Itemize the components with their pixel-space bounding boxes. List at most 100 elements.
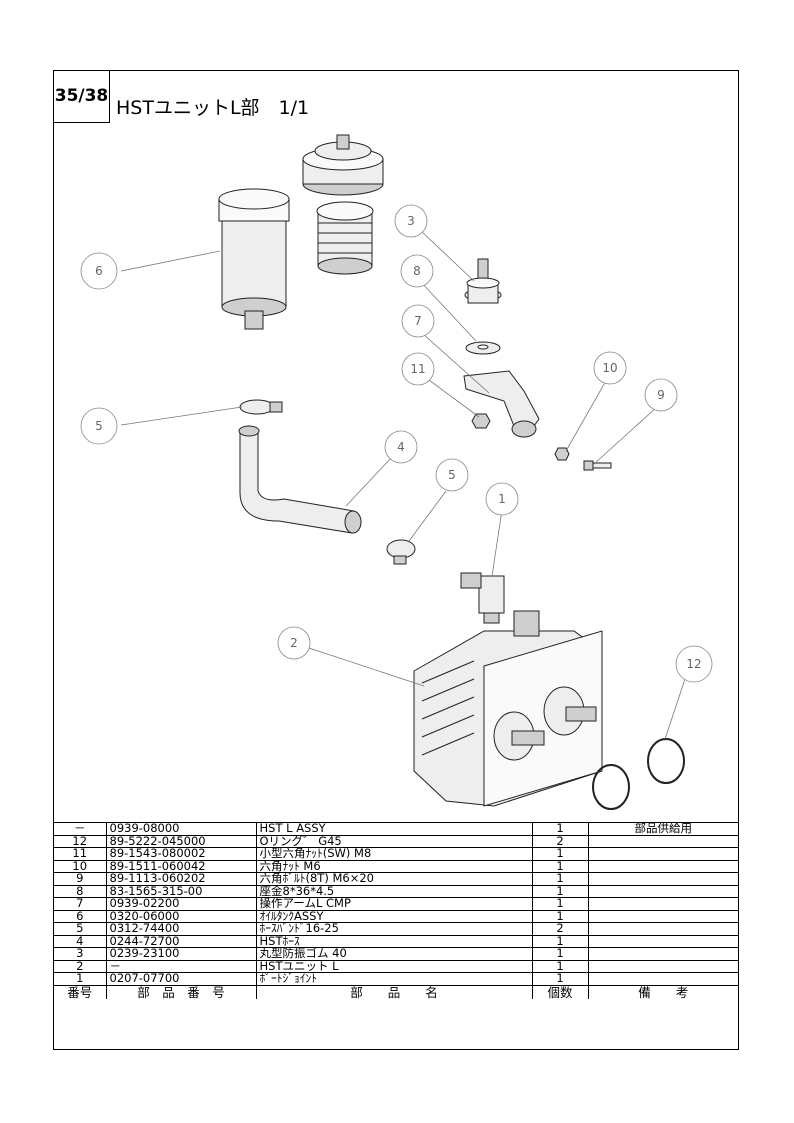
cell-qty: 1 (531, 959, 589, 973)
cell-part-number: 0939-08000 (105, 822, 257, 836)
callout-2: 2 (277, 626, 311, 660)
callout-1: 1 (485, 482, 519, 516)
cell-qty: 1 (531, 822, 589, 836)
cell-part-number: 0939-02200 (105, 897, 257, 911)
callout-7: 7 (401, 304, 435, 338)
cell-no: 8 (54, 884, 107, 898)
cell-qty: 1 (531, 859, 589, 873)
cell-no: 12 (54, 834, 107, 848)
callout-4: 4 (384, 430, 418, 464)
svg-text:3: 3 (407, 214, 415, 228)
cell-name: 六角ﾎﾞﾙﾄ(8T) M6×20 (255, 872, 533, 886)
cell-no: 7 (54, 897, 107, 911)
rubber-mount (464, 258, 502, 304)
cell-no: 3 (54, 947, 107, 961)
cell-no: 9 (54, 872, 107, 886)
cell-remarks (587, 909, 738, 923)
cell-part-number: 0320-06000 (105, 909, 257, 923)
cell-remarks (587, 872, 738, 886)
cell-no: 1 (54, 972, 107, 986)
cell-remarks (587, 972, 738, 986)
callout-9: 9 (644, 378, 678, 412)
svg-text:9: 9 (657, 388, 665, 402)
bolt-m6 (583, 460, 612, 471)
o-ring-1 (592, 764, 630, 810)
callout-5-lower: 5 (435, 458, 469, 492)
cell-qty: 1 (531, 909, 589, 923)
cell-no: 6 (54, 909, 107, 923)
cell-name: 六角ﾅｯﾄ M6 (255, 859, 533, 873)
header-part-number: 部 品 番 号 (105, 984, 257, 999)
cell-no: 10 (54, 859, 107, 873)
svg-text:7: 7 (414, 314, 422, 328)
tank-neck (316, 201, 374, 275)
callout-8: 8 (400, 254, 434, 288)
svg-text:6: 6 (95, 264, 103, 278)
callout-12: 12 (675, 645, 713, 683)
cell-part-number: － (105, 959, 257, 973)
svg-text:8: 8 (413, 264, 421, 278)
cell-remarks (587, 834, 738, 848)
svg-text:1: 1 (498, 492, 506, 506)
cell-name: HSTユニット L (255, 959, 533, 973)
cell-remarks (587, 959, 738, 973)
cell-remarks (587, 934, 738, 948)
cell-remarks (587, 897, 738, 911)
cell-remarks (587, 847, 738, 861)
cell-no: 11 (54, 847, 107, 861)
cell-name: ｵｲﾙﾀﾝｸASSY (255, 909, 533, 923)
svg-text:5: 5 (448, 468, 456, 482)
cell-qty: 1 (531, 947, 589, 961)
nut-m6 (554, 447, 570, 461)
cell-part-number: 0312-74400 (105, 922, 257, 936)
cell-no: 5 (54, 922, 107, 936)
nut-m8 (471, 413, 491, 429)
svg-text:4: 4 (397, 440, 405, 454)
callout-6: 6 (80, 252, 118, 290)
cell-name: HSTﾎｰｽ (255, 934, 533, 948)
cell-qty: 1 (531, 884, 589, 898)
svg-text:2: 2 (290, 636, 298, 650)
tank-cap (302, 134, 384, 196)
page-number: 35/38 (54, 71, 110, 123)
callout-5-upper: 5 (80, 407, 118, 445)
cell-qty: 1 (531, 972, 589, 986)
cell-no: 2 (54, 959, 107, 973)
cell-remarks (587, 859, 738, 873)
operation-arm (463, 370, 540, 438)
oil-tank (218, 188, 290, 330)
cell-qty: 1 (531, 897, 589, 911)
cell-part-number: 89-5222-045000 (105, 834, 257, 848)
cell-part-number: 0239-23100 (105, 947, 257, 961)
cell-qty: 2 (531, 922, 589, 936)
drawing-frame: 35/38 HSTユニットL部 1/1 (53, 70, 739, 1050)
cell-qty: 2 (531, 834, 589, 848)
cell-qty: 1 (531, 847, 589, 861)
callout-3: 3 (394, 204, 428, 238)
cell-no: － (54, 822, 107, 836)
header-qty: 個数 (531, 984, 589, 999)
cell-name: ﾎﾟｰﾄｼﾞｮｲﾝﾄ (255, 972, 533, 986)
cell-name: 座金8*36*4.5 (255, 884, 533, 898)
cell-remarks (587, 947, 738, 961)
cell-part-number: 89-1113-060202 (105, 872, 257, 886)
cell-name: 小型六角ﾅｯﾄ(SW) M8 (255, 847, 533, 861)
cell-part-number: 0207-07700 (105, 972, 257, 986)
cell-part-number: 0244-72700 (105, 934, 257, 948)
cell-name: 操作アームL CMP (255, 897, 533, 911)
svg-text:10: 10 (602, 361, 617, 375)
callout-11: 11 (401, 352, 435, 386)
